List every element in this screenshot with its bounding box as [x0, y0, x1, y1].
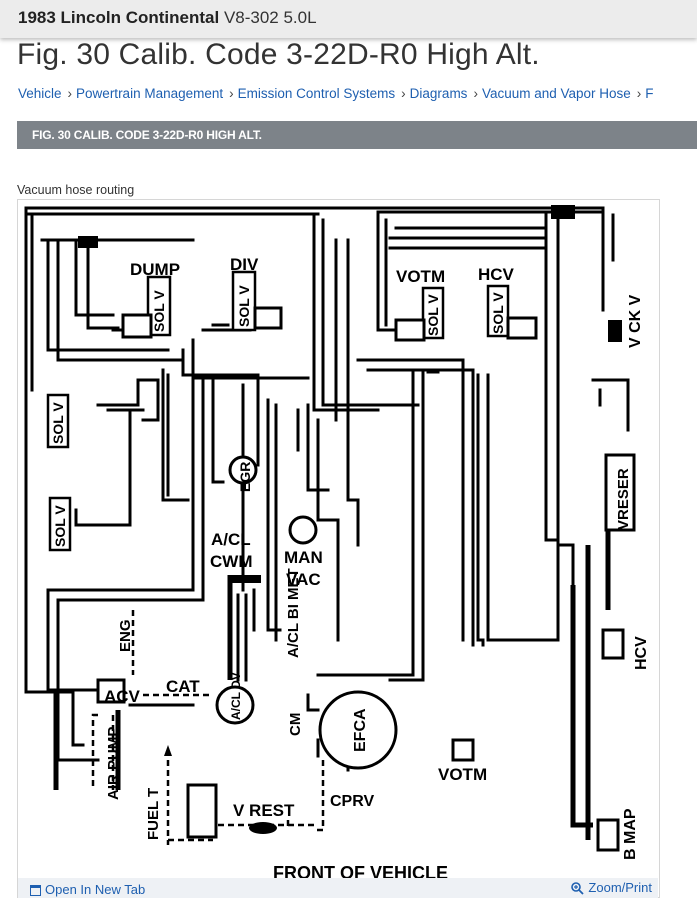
label-air-pump: AIR PUMP [105, 727, 122, 800]
figure-banner: FIG. 30 CALIB. CODE 3-22D-R0 HIGH ALT. [17, 121, 697, 149]
page-title: Fig. 30 Calib. Code 3-22D-R0 High Alt. [17, 38, 540, 71]
vacuum-hose-diagram: DUMP DIV SOL V SOL V VOTM HCV SOL V SOL … [24, 205, 650, 883]
breadcrumb-emission-control-systems[interactable]: Emission Control Systems [237, 86, 396, 101]
open-new-tab-link[interactable]: Open In New Tab [30, 882, 145, 897]
breadcrumb: Vehicle›Powertrain Management›Emission C… [18, 86, 697, 101]
label-dump-sol-v: SOL V [151, 290, 167, 332]
zoom-print-label: Zoom/Print [588, 880, 652, 895]
label-votm-bottom: VOTM [438, 765, 487, 784]
label-acv: ACV [104, 687, 141, 706]
components [46, 205, 636, 852]
label-vac: VAC [286, 570, 321, 589]
label-cm: CM [287, 713, 304, 736]
chevron-right-icon: › [473, 86, 478, 101]
vehicle-header: 1983 Lincoln Continental V8-302 5.0L [18, 8, 317, 28]
label-hcv-sol-v: SOL V [490, 292, 506, 334]
engine-spec: V8-302 5.0L [223, 8, 317, 27]
breadcrumb-vehicle[interactable]: Vehicle [18, 86, 62, 101]
banner-title: FIG. 30 CALIB. CODE 3-22D-R0 HIGH ALT. [32, 128, 262, 142]
chevron-right-icon: › [67, 86, 73, 101]
top-bar: 1983 Lincoln Continental V8-302 5.0L [0, 0, 697, 38]
open-new-tab-label: Open In New Tab [45, 882, 146, 897]
figure-caption: Vacuum hose routing [17, 183, 135, 197]
label-votm-top: VOTM [396, 267, 445, 286]
label-votm-sol-v: SOL V [425, 294, 441, 336]
label-eng: ENG [117, 619, 134, 652]
label-dump: DUMP [130, 260, 180, 279]
label-fuel-t: FUEL T [145, 788, 162, 840]
open-tab-icon [30, 885, 41, 897]
diagram-labels: DUMP DIV SOL V SOL V VOTM HCV SOL V SOL … [50, 255, 650, 883]
figure-footer: Open In New Tab Zoom/Print [18, 878, 658, 898]
hose-lines [24, 206, 630, 772]
heavy-hose-lines [53, 530, 611, 840]
label-vreser: VRESER [615, 468, 632, 530]
label-hcv-right: HCV [633, 636, 650, 670]
zoom-icon [571, 882, 585, 895]
breadcrumb-vacuum-and-vapor-hose[interactable]: Vacuum and Vapor Hose [481, 86, 631, 101]
label-cat: CAT [166, 677, 200, 696]
breadcrumb-powertrain-management[interactable]: Powertrain Management [76, 86, 224, 101]
label-egr: EGR [237, 462, 253, 492]
label-acl: A/CL [211, 530, 251, 549]
label-sol-v-upper: SOL V [50, 402, 66, 444]
chevron-right-icon: › [636, 86, 642, 101]
breadcrumb-diagrams[interactable]: Diagrams [409, 86, 468, 101]
label-div-sol-v: SOL V [236, 285, 252, 327]
label-cwm: CWM [210, 552, 252, 571]
label-man: MAN [284, 548, 323, 567]
vehicle-name: 1983 Lincoln Continental [18, 8, 220, 27]
label-acl-bi-met: A/CL BI MET [285, 568, 302, 658]
label-cprv: CPRV [330, 793, 374, 810]
zoom-print-link[interactable]: Zoom/Print [571, 880, 652, 895]
diagram-frame: DUMP DIV SOL V SOL V VOTM HCV SOL V SOL … [17, 199, 660, 898]
chevron-right-icon: › [401, 86, 406, 101]
label-efca: EFCA [352, 708, 369, 752]
chevron-right-icon: › [229, 86, 234, 101]
label-sol-v-lower: SOL V [52, 505, 68, 547]
label-hcv-top: HCV [478, 265, 515, 284]
dashed-lines [91, 610, 325, 845]
breadcrumb-next[interactable]: F [645, 86, 654, 101]
label-v-rest: V REST [233, 801, 295, 820]
label-b-map: B MAP [622, 808, 639, 860]
label-acl-dv: A/CL DV [229, 672, 243, 720]
label-div: DIV [230, 255, 259, 274]
label-v-ck-v: V CK V [627, 294, 644, 348]
